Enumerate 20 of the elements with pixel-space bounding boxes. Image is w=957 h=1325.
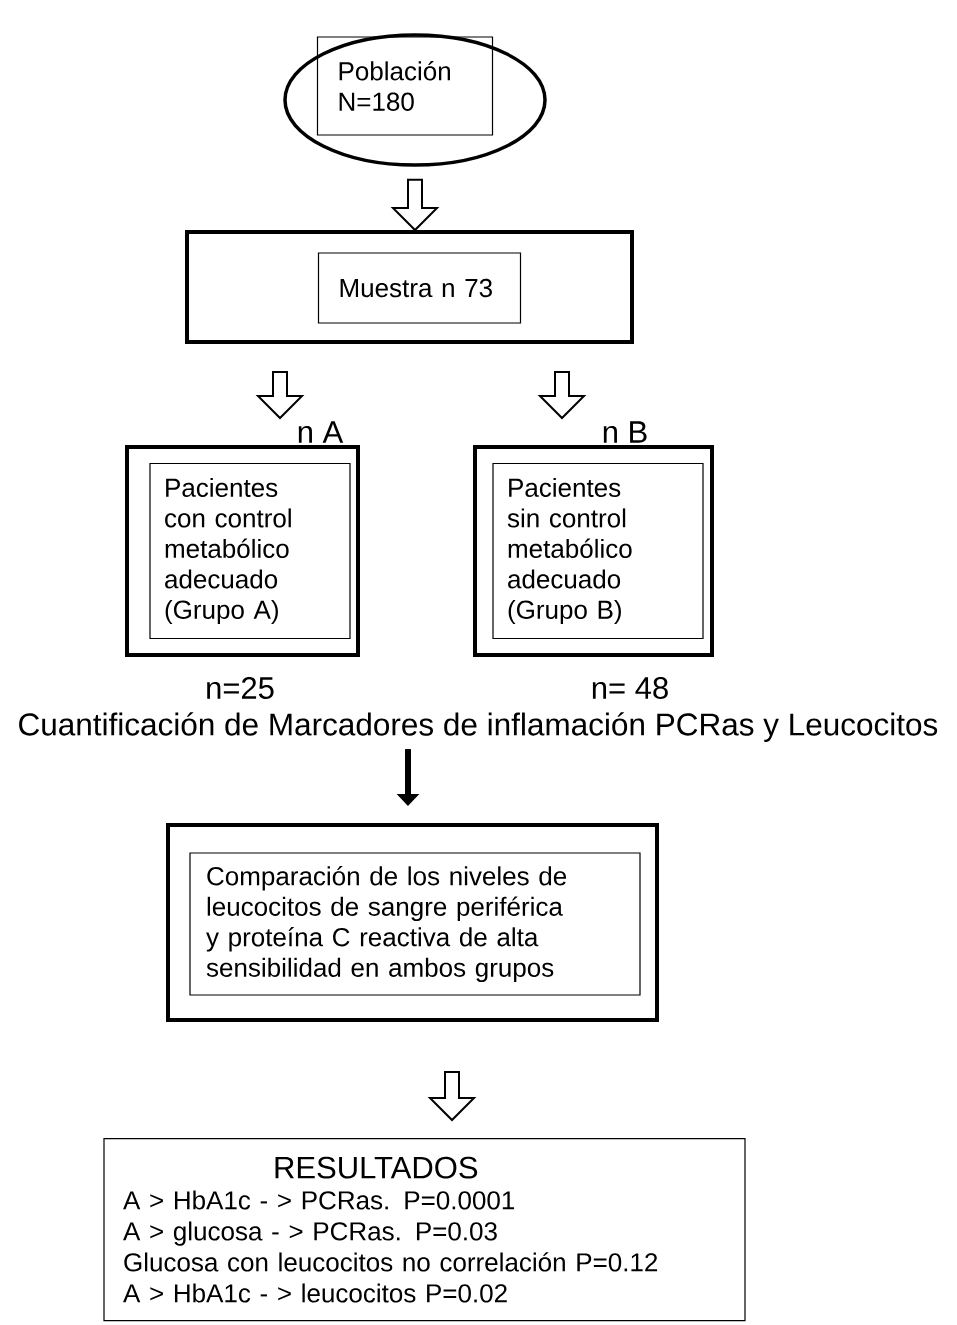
results-box: RESULTADOS A > HbA1c - > PCRas. P=0.0001 A > glucosa - > PCRas. P=0.03 Glucosa con leucocitos no correlación P=0.12 A > HbA1c - > leucocitos P=0.02 [103,1138,746,1322]
sample-size-label: n= 48 [592,677,668,699]
text-box: Población N=180 [316,36,494,136]
arrow [537,371,587,420]
arrow [255,371,305,420]
text-box: Pacientes con control metabólico adecuado (Grupo A) [149,462,351,640]
text-box: Comparación de los niveles de leucocitos de sangre periférica y proteína C reactiva de alta sensibilidad en ambos grupos [189,852,641,996]
frame-box [473,445,714,657]
sample-size-label: n=25 [207,677,274,699]
text-box: Muestra n 73 [317,252,522,324]
arrow [427,1071,477,1122]
sample-size-label: n A [298,421,344,443]
frame-box [185,230,634,344]
caption-text: Cuantificación de Marcadores de inflamación PCRas y Leucocitos [19,712,938,742]
arrow [390,178,440,232]
frame-box [166,823,659,1022]
frame-box [125,445,360,657]
ellipse [283,33,547,167]
text-box: Pacientes sin control metabólico adecuado (Grupo B) [492,462,704,640]
sample-size-label: n B [603,421,647,443]
